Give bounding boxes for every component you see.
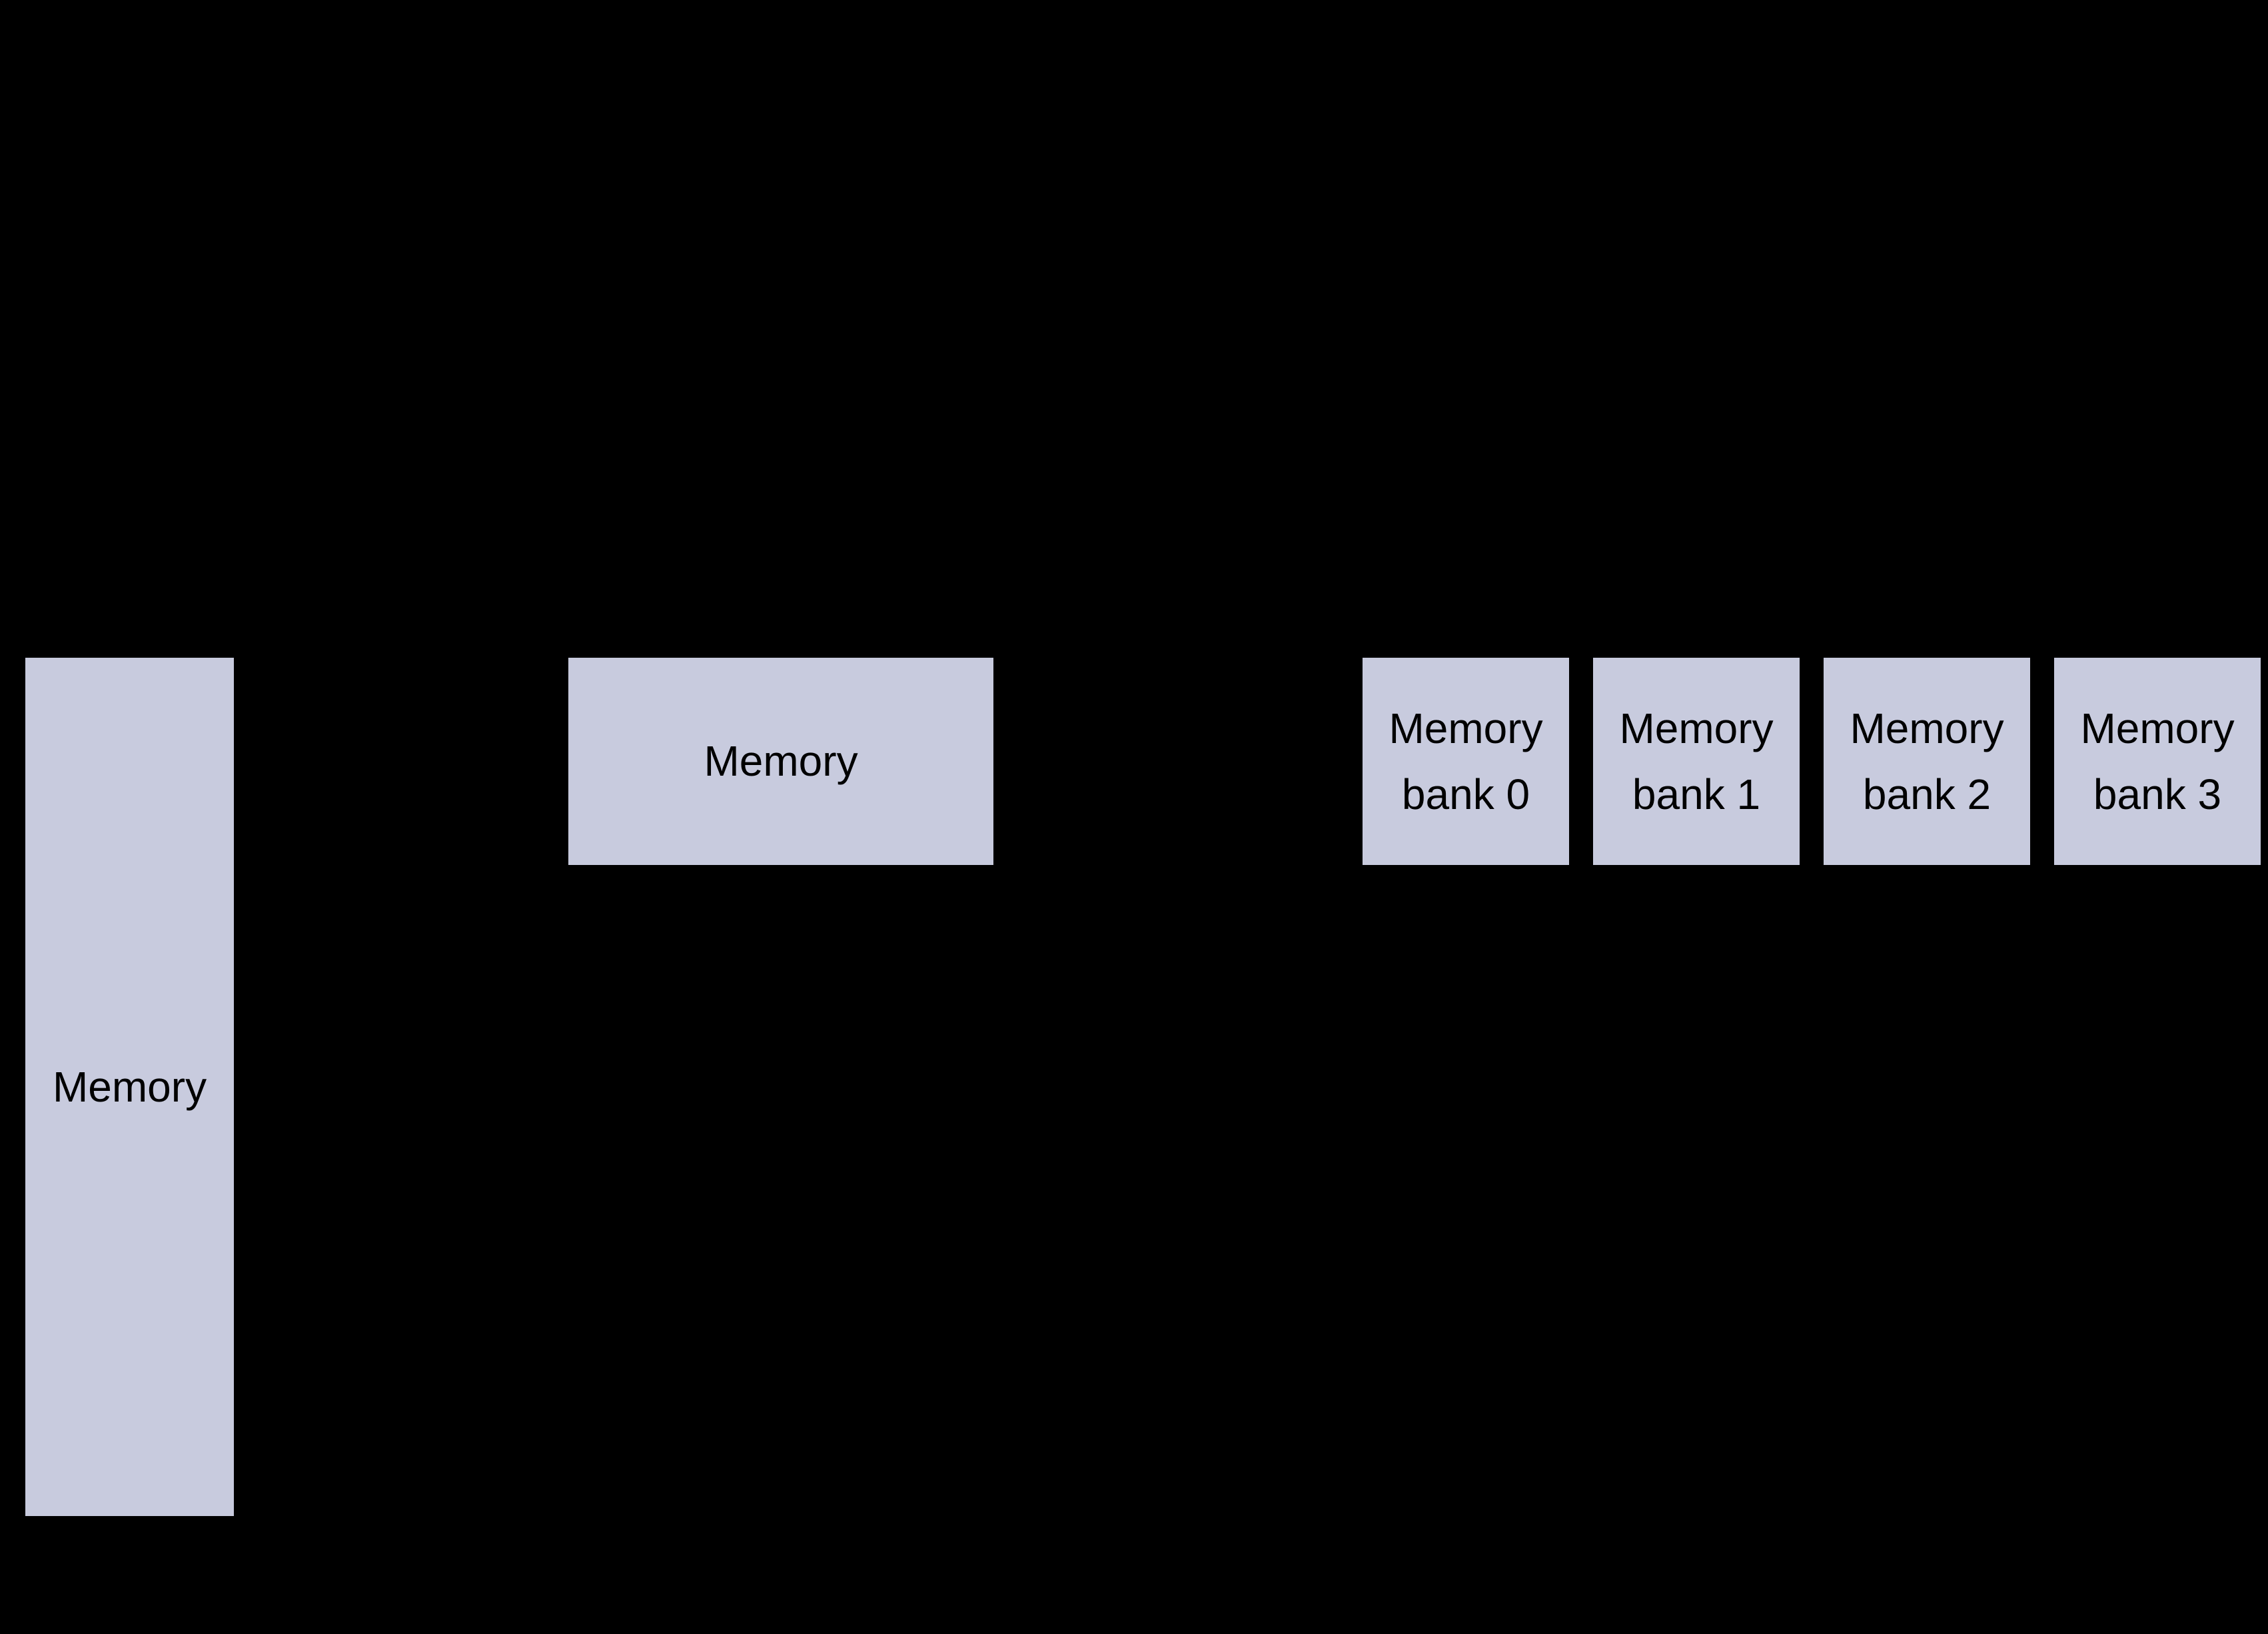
memory-bank-0-label-line1: Memory xyxy=(1389,704,1543,752)
memory-bank-1-box: Memory bank 1 xyxy=(1590,654,1803,868)
memory-bank-3-label-line2: bank 3 xyxy=(2093,770,2222,818)
memory-bank-2-label-line1: Memory xyxy=(1850,704,2004,752)
memory-bank-3-label-line1: Memory xyxy=(2080,704,2235,752)
memory-bank-1-label-line1: Memory xyxy=(1619,704,1774,752)
memory-box-horizontal-label: Memory xyxy=(704,737,858,785)
memory-bank-3-box: Memory bank 3 xyxy=(2051,654,2264,868)
memory-bank-1-label-line2: bank 1 xyxy=(1632,770,1761,818)
memory-box-vertical-label: Memory xyxy=(52,1062,207,1111)
memory-bank-0-label-line2: bank 0 xyxy=(1401,770,1530,818)
memory-bank-2-label-line2: bank 2 xyxy=(1862,770,1991,818)
memory-bank-2-box: Memory bank 2 xyxy=(1820,654,2033,868)
memory-bank-0-box: Memory bank 0 xyxy=(1359,654,1572,868)
memory-box-horizontal: Memory xyxy=(565,654,997,868)
memory-box-vertical: Memory xyxy=(22,654,237,1519)
